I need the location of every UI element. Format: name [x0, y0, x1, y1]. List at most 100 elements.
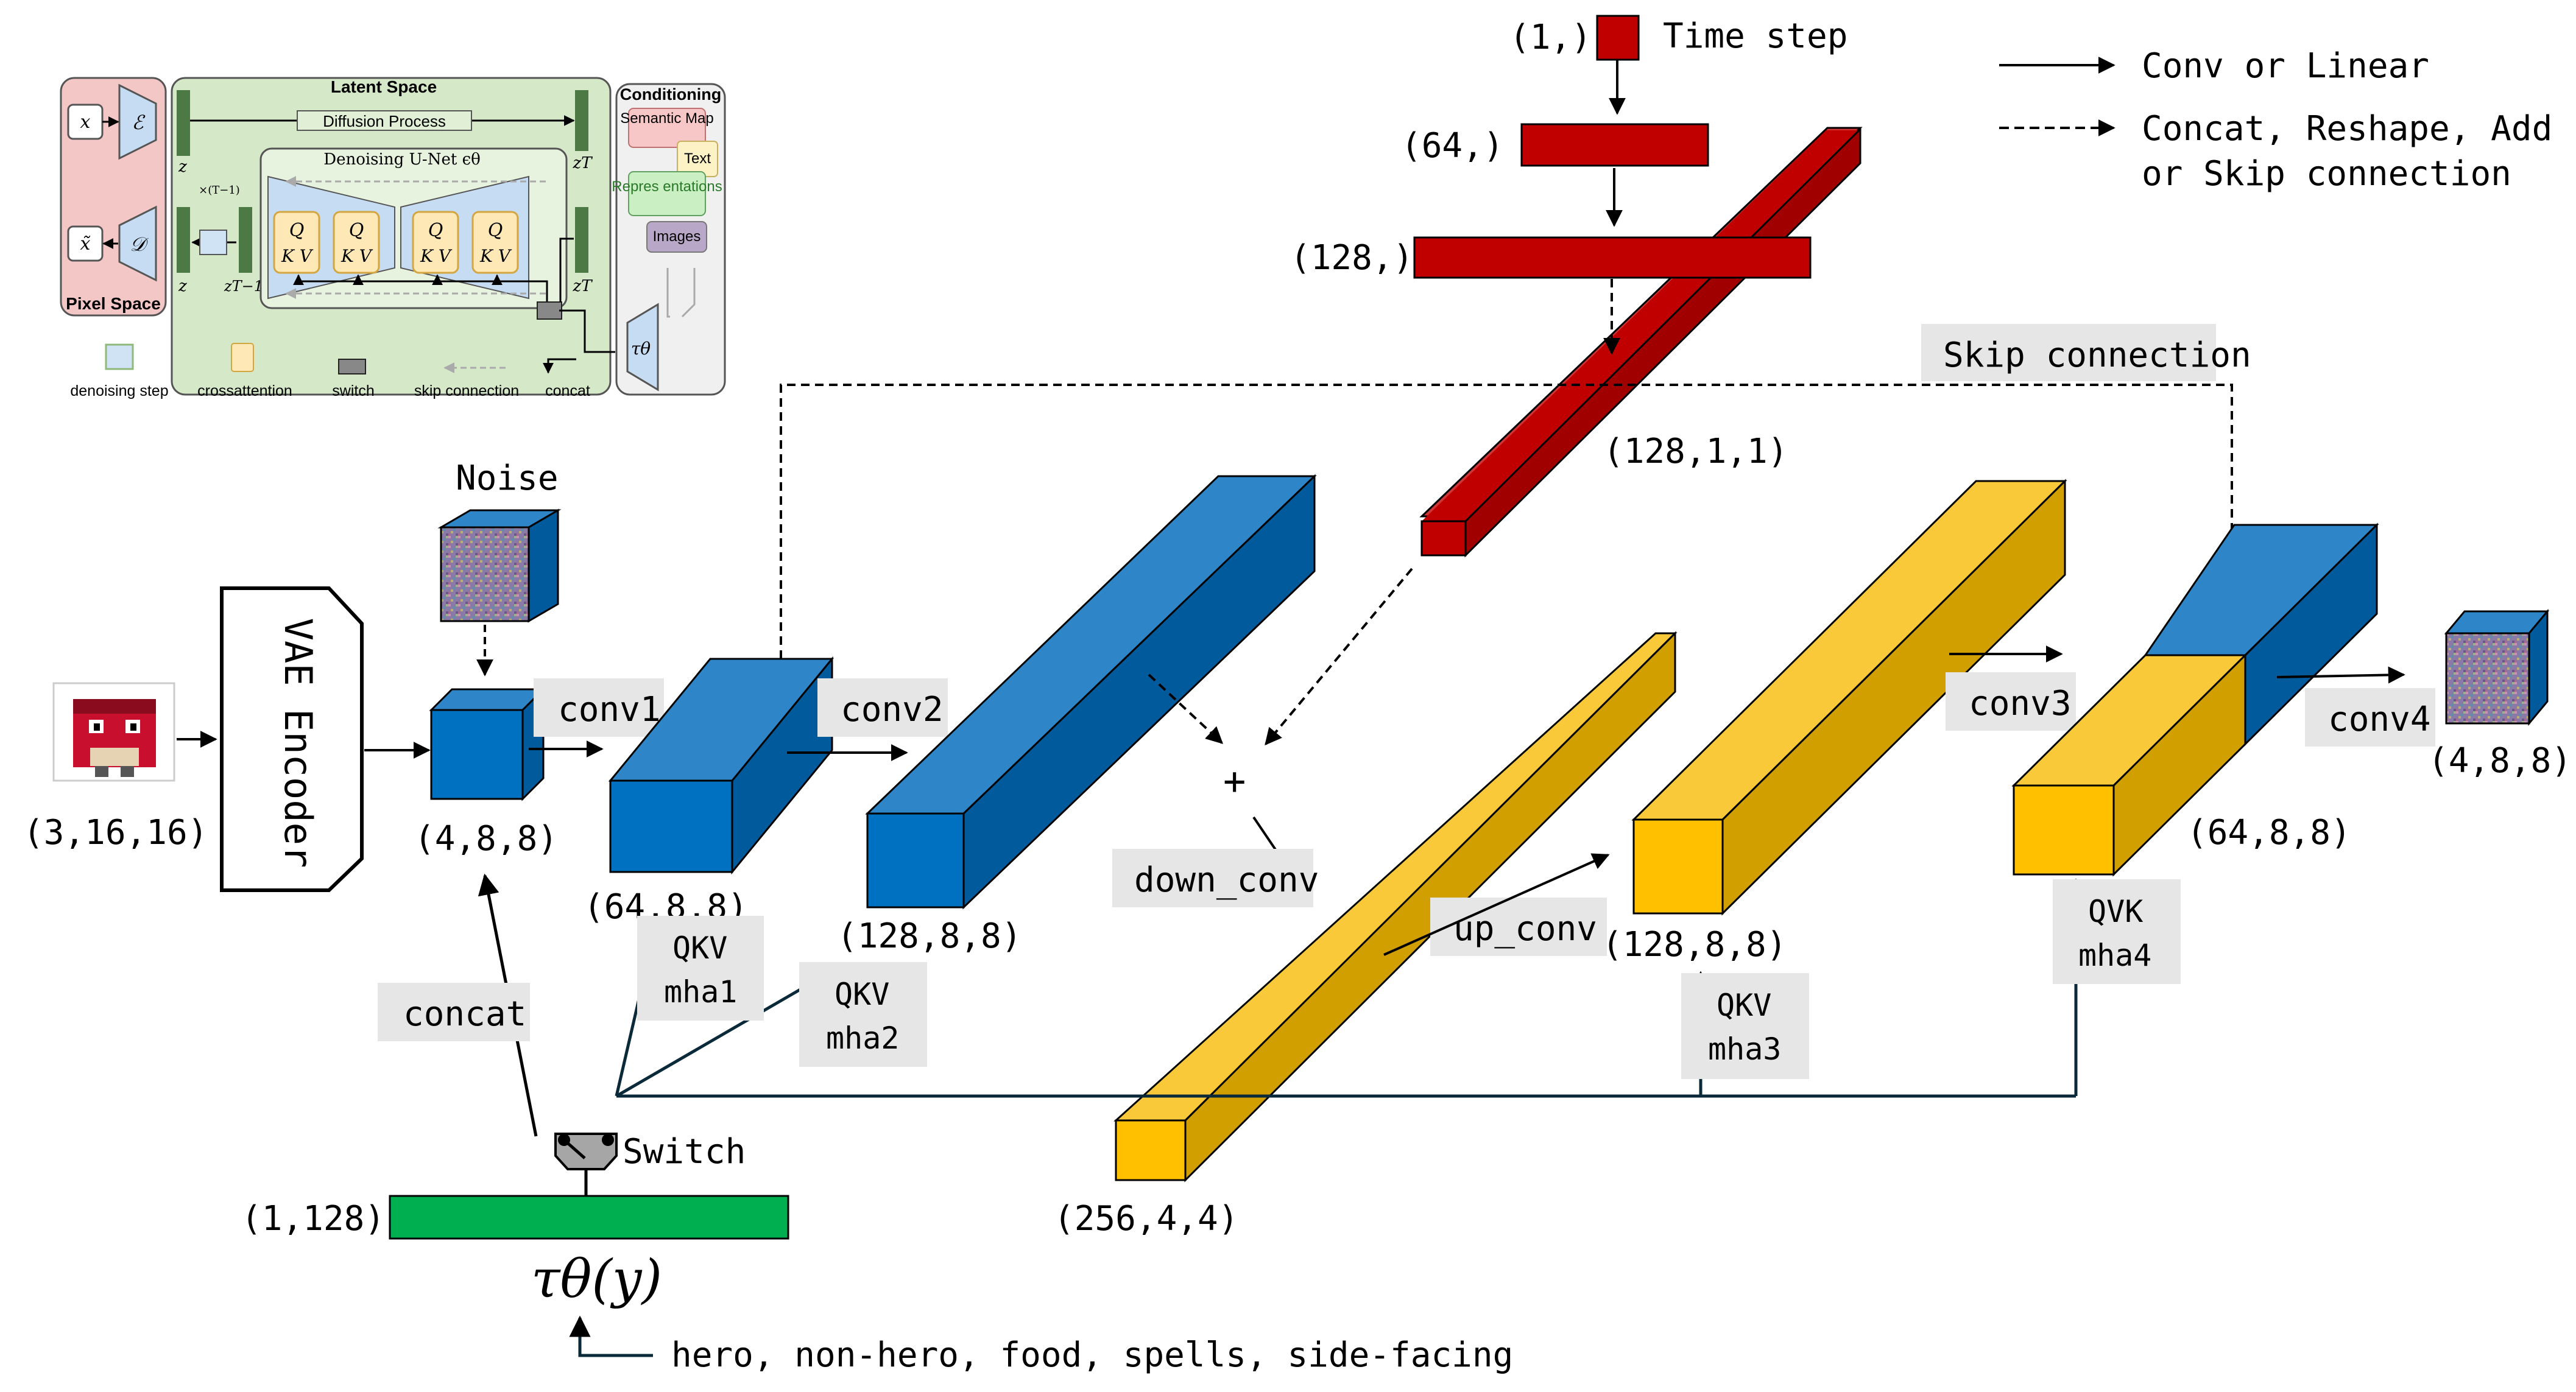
linear-64-bar: [1520, 123, 1709, 167]
legend-switch-icon: [338, 359, 366, 374]
mha2-label: mha2: [826, 1021, 899, 1056]
svg-text:K V: K V: [341, 246, 373, 266]
noise-cube: [437, 508, 562, 623]
encoder-symbol: ℰ: [132, 111, 146, 134]
qkv-box-1: Q K V: [273, 211, 320, 274]
concat-label: concat: [403, 994, 526, 1034]
linear-128-dim: (128,): [1290, 238, 1413, 278]
svg-text:Q: Q: [289, 220, 305, 241]
vae-encoder-shape: [220, 586, 364, 892]
up-block1-dim: (128,8,8): [1602, 925, 1787, 965]
down-block-2: [865, 474, 1317, 910]
qkv-box-2: Q K V: [333, 211, 380, 274]
latent-cube: [429, 687, 546, 801]
z-bottom-label: z: [178, 277, 187, 295]
down-block-1: [608, 656, 835, 875]
input-sprite: [52, 682, 175, 782]
mha2-qkv: QKV: [835, 977, 889, 1012]
up-block2-dim: (64,8,8): [2187, 813, 2351, 852]
linear-64-dim: (64,): [1401, 126, 1504, 166]
switch-icon: [554, 1133, 618, 1196]
mha4-label: mha4: [2078, 938, 2151, 973]
conv2-label: conv2: [841, 690, 944, 729]
denoising-unet-label: Denoising U-Net ϵθ: [323, 150, 481, 169]
time-step-label: Time step: [1663, 16, 1847, 56]
output-dim: (4,8,8): [2428, 741, 2572, 781]
time-step-branch: Time step (1,) (64,) (128,1,1) (128,): [1290, 15, 1863, 558]
reshape-128-1-1-bar: [1419, 127, 1863, 558]
time-step-dim: (1,): [1509, 18, 1592, 57]
down-conv-label: down_conv: [1134, 860, 1319, 900]
latent-bar-zt-1: [239, 207, 252, 273]
x-tilde-symbol: x̃: [80, 233, 91, 255]
tau-symbol: τθ: [631, 339, 651, 359]
legend-cross-icon: [231, 343, 254, 372]
mha3-qkv: QKV: [1717, 988, 1771, 1023]
mha4-qvk: QVK: [2088, 894, 2143, 929]
x-tilde-box: [67, 225, 104, 262]
images-box: [646, 221, 707, 253]
conv1-label: conv1: [558, 690, 661, 729]
zt-minus-1-label: zT−1: [224, 278, 263, 295]
legend-cross-label: crossattention: [197, 382, 292, 399]
add-symbol: +: [1223, 759, 1246, 803]
conv3-label: conv3: [1969, 684, 2072, 723]
latent-bar-z: [177, 90, 190, 156]
latent-bar-zt-bottom: [575, 207, 588, 273]
condition-embedding-dim: (1,128): [241, 1199, 385, 1239]
pixel-space-label: Pixel Space: [66, 294, 161, 313]
text-label: Text: [684, 150, 711, 167]
up-block-2: [2011, 522, 2379, 877]
linear-128-bar: [1413, 236, 1812, 279]
svg-text:Q: Q: [428, 220, 443, 241]
ldm-inset: Pixel Space Latent Space Conditioning x …: [60, 77, 726, 399]
class-list: hero, non-hero, food, spells, side-facin…: [671, 1335, 1513, 1375]
denoise-step-icon: [199, 230, 227, 255]
conditioning-branch: QKV mha1 QKV mha2 QKV mha3 QVK mha4 conc…: [241, 873, 2181, 1375]
block2-dim: (128,8,8): [837, 916, 1022, 956]
noise-label: Noise: [456, 459, 559, 498]
qkv-box-4: Q K V: [471, 211, 519, 274]
tau-trapezoid: [626, 303, 659, 392]
bottleneck-dim: (256,4,4): [1054, 1199, 1238, 1239]
semantic-map-box: [628, 108, 706, 148]
latent-bar-zt: [575, 90, 588, 151]
latent-dim: (4,8,8): [414, 819, 558, 859]
up-conv-label: up_conv: [1453, 909, 1597, 949]
conditioning-label: Conditioning: [620, 85, 721, 104]
diffusion-process-box: [297, 110, 472, 131]
svg-text:K V: K V: [281, 246, 314, 266]
latent-bar-z-bottom: [177, 207, 190, 273]
x-symbol: x: [80, 111, 91, 133]
zt-bottom-label: zT: [572, 277, 593, 295]
svg-text:K V: K V: [420, 246, 453, 266]
tau-theta-y: τθ(y): [531, 1249, 662, 1310]
legend-denoising-label: denoising step: [70, 382, 168, 399]
representations-box: [628, 171, 706, 216]
skip-connection-label: Skip connection: [1943, 336, 2251, 375]
vae-encoder-label: VAE Encoder: [276, 618, 320, 868]
reshape-128-1-1-dim: (128,1,1): [1603, 432, 1788, 471]
encoder-trapezoid: [118, 83, 157, 160]
up-block-1: [1631, 479, 2067, 916]
time-step-box: [1596, 15, 1640, 61]
legend-denoising-icon: [105, 343, 134, 370]
legend-solid-label: Conv or Linear: [2142, 46, 2429, 86]
svg-text:K V: K V: [479, 246, 512, 266]
input-dim: (3,16,16): [23, 813, 208, 852]
z-label: z: [178, 158, 187, 176]
qkv-box-3: Q K V: [412, 211, 459, 274]
decoder-trapezoid: [118, 205, 157, 282]
inset-switch-icon: [537, 301, 562, 320]
skip-connection: Skip connection: [780, 324, 2251, 659]
legend-switch-label: switch: [332, 382, 374, 399]
semantic-map-label: Semantic Map: [620, 110, 713, 127]
diffusion-process-label: Diffusion Process: [323, 112, 446, 130]
svg-text:Q: Q: [349, 220, 364, 241]
times-t-minus-1-label: ×(T−1): [199, 184, 240, 197]
legend-skip-label: skip connection: [414, 382, 519, 399]
mha1-qkv: QKV: [672, 930, 727, 966]
mha1-label: mha1: [664, 974, 737, 1010]
latent-space-label: Latent Space: [331, 77, 437, 96]
